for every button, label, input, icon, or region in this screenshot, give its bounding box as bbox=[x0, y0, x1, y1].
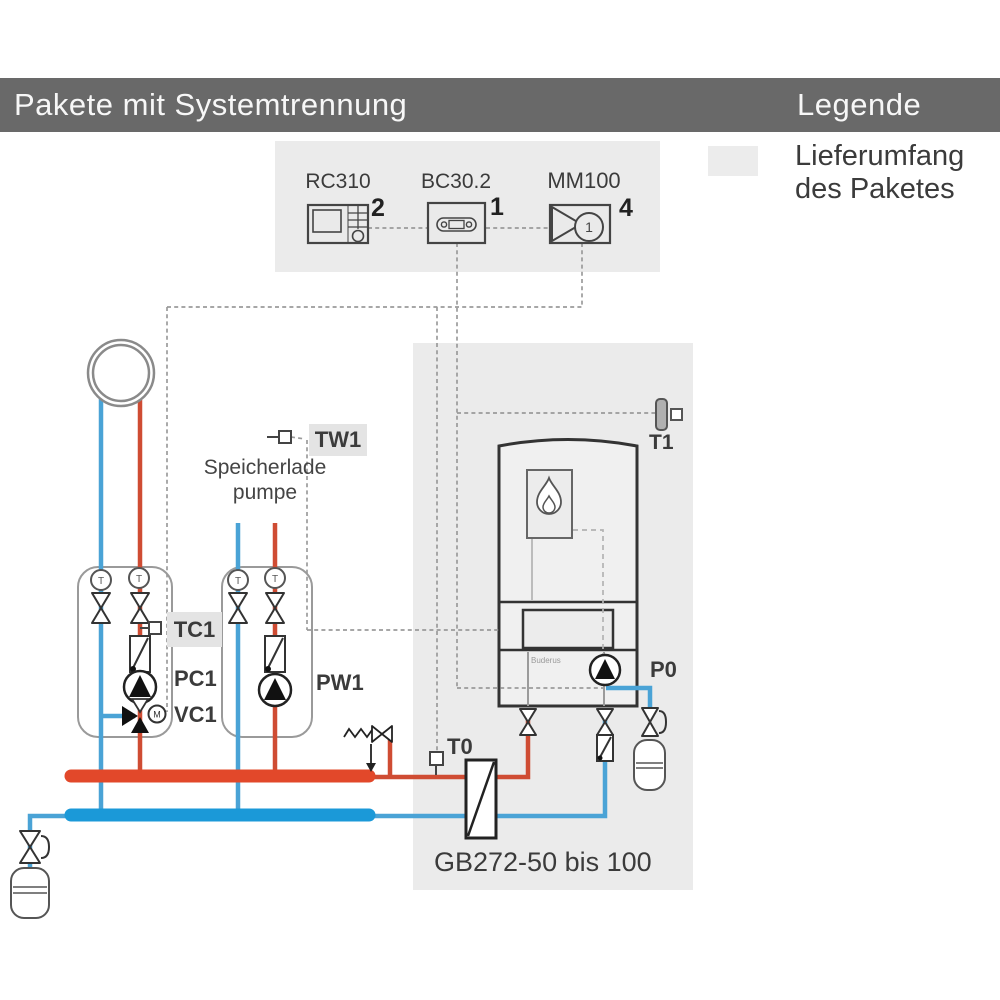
three-way-valve-vc1: M bbox=[122, 698, 167, 733]
storage-pump-caption: Speicherlade pumpe bbox=[192, 455, 338, 505]
shutoff-valves bbox=[19, 592, 667, 864]
storage-pump-caption-line1: Speicherlade bbox=[203, 456, 327, 479]
legend-swatch bbox=[708, 146, 758, 176]
valve-cap-icon bbox=[40, 835, 50, 859]
expansion-vessel-boiler bbox=[633, 739, 666, 791]
legend-label-line1: Lieferumfang bbox=[795, 140, 965, 172]
storage-pump-caption-line2: pumpe bbox=[232, 481, 298, 504]
flame-icon bbox=[536, 475, 562, 515]
label-t1: T1 bbox=[649, 431, 674, 454]
module-name-rc310: RC310 bbox=[305, 170, 371, 193]
module-qty-bc302: 1 bbox=[490, 193, 504, 221]
thermometer-letters: T T T T bbox=[98, 574, 278, 587]
valve-cap-icon bbox=[658, 710, 667, 734]
boiler-body bbox=[497, 438, 639, 708]
thermometer-icon: T bbox=[136, 574, 142, 585]
label-t0: T0 bbox=[447, 734, 473, 759]
bc302-icon bbox=[426, 201, 487, 245]
pump-pc1 bbox=[122, 669, 158, 705]
tag-tw1-text: TW1 bbox=[314, 427, 362, 452]
plate-heat-exchanger bbox=[464, 758, 498, 840]
label-pc1: PC1 bbox=[174, 666, 217, 691]
module-name-mm100: MM100 bbox=[547, 168, 621, 193]
boiler-model-label: GB272-50 bis 100 bbox=[434, 847, 652, 877]
heating-circuit-icon bbox=[86, 338, 156, 408]
boiler-internal-control-wire bbox=[573, 529, 604, 688]
thermometer-icon: T bbox=[272, 574, 278, 585]
safety-valve bbox=[343, 725, 393, 772]
tag-tc1-text: TC1 bbox=[173, 616, 216, 642]
motor-icon: M bbox=[153, 710, 161, 720]
legend-label-line2: des Paketes bbox=[795, 173, 955, 205]
check-valves bbox=[129, 635, 614, 762]
mm100-icon: 1 bbox=[548, 203, 612, 245]
sensor-t0 bbox=[429, 751, 444, 775]
tag-tc1: TC1 bbox=[167, 612, 222, 647]
boiler-control-panel bbox=[521, 608, 615, 650]
boiler-brand-logo: Buderus bbox=[531, 656, 561, 665]
sensor-tw1 bbox=[267, 430, 292, 444]
pump-p0 bbox=[588, 653, 622, 687]
pump-pw1 bbox=[257, 672, 293, 708]
module-name-bc302: BC30.2 bbox=[421, 170, 492, 193]
rc310-icon bbox=[306, 203, 370, 245]
sensor-tc1 bbox=[140, 621, 162, 635]
thermometers bbox=[90, 567, 286, 591]
tag-tw1: TW1 bbox=[309, 424, 367, 456]
label-vc1: VC1 bbox=[174, 702, 217, 727]
control-wiring bbox=[166, 227, 655, 751]
thermometer-icon: T bbox=[235, 576, 241, 587]
label-p0: P0 bbox=[650, 657, 677, 682]
legend-label: Lieferumfang des Paketes bbox=[795, 140, 964, 206]
module-qty-mm100: 4 bbox=[619, 194, 633, 222]
thermometer-icon: T bbox=[98, 576, 104, 587]
module-qty-rc310: 2 bbox=[371, 194, 385, 222]
label-pw1: PW1 bbox=[316, 670, 364, 695]
legend-title: Legende bbox=[797, 87, 922, 122]
header-bar: Pakete mit Systemtrennung Legende bbox=[0, 78, 1000, 132]
sensor-t1 bbox=[655, 398, 683, 431]
expansion-vessel-system bbox=[10, 867, 50, 919]
page-title: Pakete mit Systemtrennung bbox=[14, 87, 408, 122]
mm100-port-number: 1 bbox=[585, 219, 593, 235]
